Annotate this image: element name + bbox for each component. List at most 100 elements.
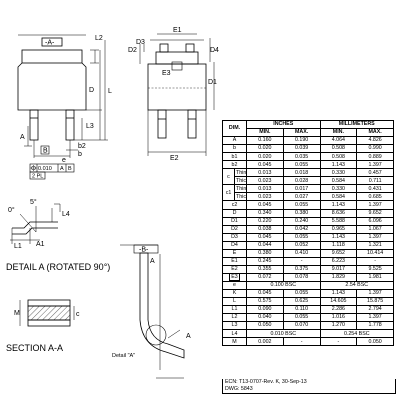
table-cell: Thin lead [234,184,247,194]
side-view [139,33,215,156]
dim-e3-label: E3 [162,70,171,77]
table-cell: e [222,280,247,290]
dim-d3-label: D3 [136,39,145,46]
dim-e1-label: E1 [173,27,182,34]
table-cell: 0.020 [246,152,284,162]
table-cell: 1.067 [356,224,394,234]
table-cell: 0.625 [282,297,321,307]
dim-l3-label: L3 [86,123,94,130]
dim-d1-label: D1 [208,79,217,86]
table-cell: 6.096 [356,216,394,226]
two-places-note: 2 PL [32,174,43,180]
dim-l-label: L [108,88,112,95]
table-cell: E3 [222,272,247,282]
dim-c-label: c [76,311,80,318]
table-cell: c2 [222,200,247,210]
table-cell: 1.397 [356,160,394,170]
table-cell: 0.078 [282,272,321,282]
table-cell: - [282,337,321,347]
table-cell: 0.380 [246,248,284,258]
table-cell: 5.588 [319,216,358,226]
table-cell: 1.397 [356,288,394,299]
angle-min-label: 0° [8,206,15,214]
table-cell: 1.143 [319,200,358,210]
boxed-dim-label: E3 [229,274,240,281]
table-cell: 0.017 [282,184,321,194]
dwg-note: DWG: 5843 [225,386,253,392]
table-cell: 14.605 [319,297,358,307]
table-cell: 0.220 [246,216,284,226]
table-cell: 15.875 [356,297,394,307]
table-cell: 0.711 [356,176,394,186]
table-cell: 0.584 [319,176,358,186]
table-cell: 0.240 [282,216,321,226]
table-cell: 0.028 [282,176,321,186]
table-cell: 0.584 [319,192,358,202]
drawing-labels: -A- L2 D L L3 A B b2 b e 0.010 A B 2 PL … [6,27,219,359]
table-cell: 2.794 [356,305,394,315]
tolerance-datum-b: B [68,166,72,172]
table-cell: Thick lead [234,192,247,202]
table-cell: 0.055 [282,160,321,170]
dim-b-label: b [78,151,82,158]
table-cell: 0.055 [282,200,321,210]
table-cell: 0.018 [282,168,321,178]
table-cell: 0.375 [282,264,321,274]
table-cell: 1.778 [356,321,394,331]
table-cell: 0.070 [282,321,321,331]
dim-e-pitch-label: e [62,157,66,164]
table-cell: 0.508 [319,152,358,162]
ecn-note: ECN: T13-0707-Rev. K, 30-Sep-13 [225,379,307,385]
table-cell: 1.397 [356,200,394,210]
top-view [17,34,108,180]
col-inches-header: INCHES [246,119,321,130]
dim-l1-label: L1 [14,243,22,250]
table-cell: 0.508 [319,144,358,154]
table-cell: 0.023 [246,176,284,186]
table-cell: 9.652 [356,208,394,218]
table-cell: c [222,168,235,186]
table-cell: 1.397 [356,232,394,242]
table-cell: 0.045 [246,160,284,170]
dim-l2-label: L2 [95,35,103,42]
table-cell: 0.190 [282,136,321,146]
detail-a-view [10,203,61,244]
datum-a-label: -A- [45,40,55,47]
table-cell: 0.042 [282,224,321,234]
table-cell: 1.829 [319,272,358,282]
table-cell: b1 [222,152,247,162]
table-cell: 6.223 [319,256,358,266]
table-cell: 1.270 [319,321,358,331]
table-cell: 1.143 [319,288,358,299]
table-footer: ECN: T13-0707-Rev. K, 30-Sep-13 DWG: 584… [222,379,396,394]
table-cell: Thin lead [234,168,247,178]
datum-b-ref-label: B [43,148,48,155]
table-cell: 0.045 [246,200,284,210]
dim-d-label: D [89,87,94,94]
table-cell: 1.321 [356,240,394,250]
dim-e2-label: E2 [170,155,179,162]
table-cell: L4 [222,329,247,339]
table-cell: 0.160 [246,136,284,146]
table-cell: 0.050 [246,321,284,331]
table-cell: 8.636 [319,208,358,218]
tolerance-value: 0.010 [38,166,52,172]
col-mm-max: MAX. [356,128,394,138]
table-cell: D [222,208,247,218]
table-cell: 0.052 [282,240,321,250]
table-cell: 10.414 [356,248,394,258]
